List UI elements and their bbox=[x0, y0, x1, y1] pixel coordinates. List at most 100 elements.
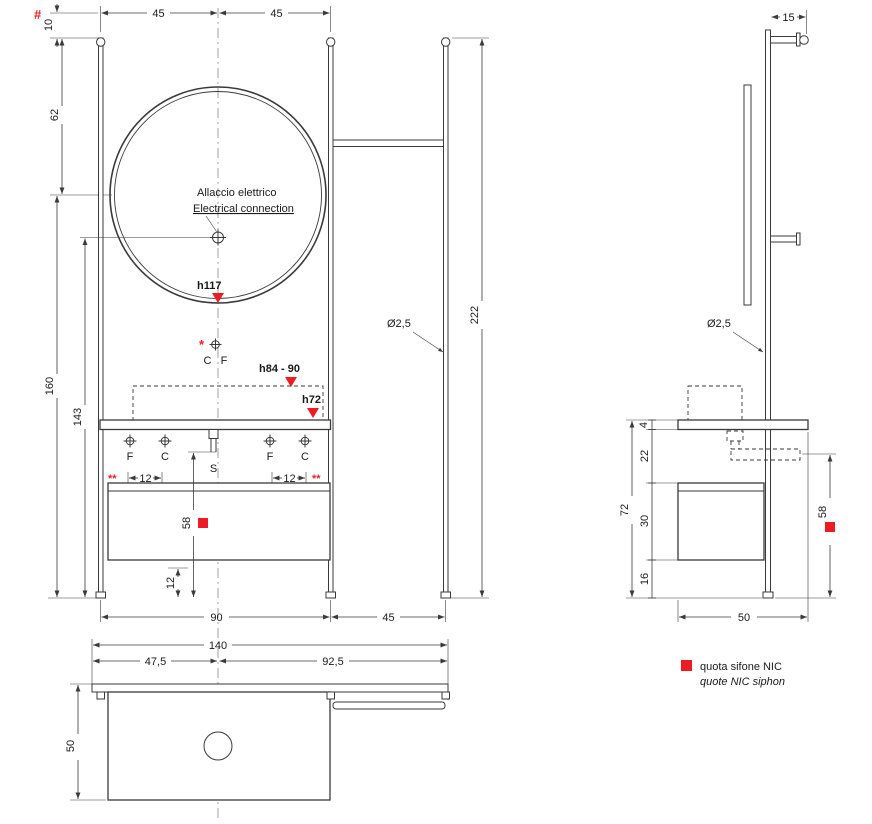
rail-middle-hook bbox=[326, 37, 336, 47]
h117-label: h117 bbox=[197, 280, 221, 292]
rail-right bbox=[443, 37, 449, 593]
legend-line2: quote NIC siphon bbox=[700, 676, 785, 688]
rail-left-foot bbox=[95, 591, 106, 599]
side-dim-top: 15 bbox=[771, 10, 807, 34]
dim-label: 58 bbox=[817, 506, 829, 518]
plan-rail-middle-section bbox=[326, 691, 335, 700]
dim-label: 45 bbox=[152, 8, 164, 20]
rail-left bbox=[98, 37, 104, 593]
side-mirror-profile bbox=[743, 84, 752, 306]
dim-label: 140 bbox=[209, 640, 227, 652]
plan-dims-top: 140 47,5 92,5 bbox=[91, 639, 449, 700]
front-dim-plinth: 12 bbox=[165, 567, 188, 597]
cf-c-label: C bbox=[204, 355, 212, 367]
tap-c-right-label: C bbox=[301, 451, 309, 463]
vanity-cabinet bbox=[107, 482, 331, 561]
side-top-bracket bbox=[770, 36, 797, 44]
console-top bbox=[99, 419, 332, 431]
side-view: 15 Ø2,5 bbox=[619, 10, 836, 624]
front-dim-top: 45 45 bbox=[100, 6, 332, 32]
dim-label: 10 bbox=[43, 19, 55, 31]
side-diameter-callout: Ø2,5 bbox=[707, 318, 764, 353]
cf-f-label: F bbox=[221, 355, 228, 367]
dim-label: 4 bbox=[638, 422, 650, 428]
asterisk: * bbox=[199, 337, 205, 352]
plan-basin-drain bbox=[203, 731, 233, 761]
rail-right-hook bbox=[441, 37, 451, 47]
legend-line1: quota sifone NIC bbox=[700, 661, 782, 673]
dim-label: 15 bbox=[782, 12, 794, 24]
tap-symbol-c-left bbox=[158, 434, 172, 448]
plan-wall-profile bbox=[91, 683, 449, 693]
dim-label: 143 bbox=[72, 408, 84, 426]
electrical-connection: Allaccio elettrico Electrical connection bbox=[80, 187, 294, 246]
side-dim-siphon: 58 bbox=[775, 453, 836, 599]
plan-dim-depth: 50 bbox=[65, 683, 106, 801]
side-console-top bbox=[677, 419, 809, 431]
tap-symbol-f-left bbox=[123, 434, 137, 448]
dim-label: 50 bbox=[65, 740, 77, 752]
front-diameter-callout: Ø2,5 bbox=[387, 318, 444, 353]
siphon-marker-square bbox=[198, 518, 208, 528]
side-dim-left-chain: 4 22 30 16 72 bbox=[619, 419, 762, 599]
siphon-marker-square bbox=[825, 522, 835, 532]
plan-rail-right-section bbox=[441, 691, 450, 700]
dim-label: 12 bbox=[283, 473, 295, 485]
dim-label: 160 bbox=[44, 377, 56, 395]
tap-f-right-label: F bbox=[267, 451, 274, 463]
towel-bar bbox=[332, 139, 444, 147]
dim-label: 222 bbox=[469, 306, 481, 324]
legend-square bbox=[681, 660, 692, 671]
dim-label: 50 bbox=[738, 612, 750, 624]
dim-label: 12 bbox=[139, 473, 151, 485]
side-drain-dashed bbox=[726, 430, 744, 442]
drain-fitting bbox=[208, 429, 219, 439]
side-wall-knob bbox=[799, 35, 809, 45]
side-mid-bracket bbox=[770, 235, 797, 243]
electrical-label-en: Electrical connection bbox=[193, 203, 294, 215]
front-view: # 45 45 10 62 bbox=[34, 4, 489, 820]
electrical-label-it: Allaccio elettrico bbox=[197, 187, 276, 199]
diameter-label: Ø2,5 bbox=[707, 318, 731, 330]
front-dim-siphon: 58 bbox=[181, 451, 216, 597]
rail-left-hook bbox=[96, 37, 106, 47]
front-dim-right: 222 bbox=[450, 37, 489, 599]
dim-label: 16 bbox=[639, 573, 651, 585]
dim-label: 72 bbox=[619, 504, 631, 516]
hash-mark: # bbox=[34, 7, 42, 22]
h84-90-marker bbox=[285, 377, 297, 387]
plan-view: 140 47,5 92,5 50 bbox=[65, 639, 450, 801]
tap-f-left-label: F bbox=[127, 451, 134, 463]
drain-s-label: S bbox=[210, 463, 217, 475]
dim-label: 22 bbox=[639, 450, 651, 462]
wall-rails bbox=[95, 37, 451, 599]
side-dim-bottom: 50 bbox=[677, 432, 809, 624]
dim-label: 92,5 bbox=[322, 656, 343, 668]
side-siphon-dashed bbox=[730, 448, 801, 461]
rail-middle-foot bbox=[325, 591, 336, 599]
dim-label: 30 bbox=[639, 515, 651, 527]
tap-holes: F C S F C ** ** 12 12 bbox=[108, 434, 321, 485]
tap-c-left-label: C bbox=[161, 451, 169, 463]
side-rail-foot bbox=[762, 591, 774, 599]
double-asterisk-right: ** bbox=[312, 473, 321, 485]
dim-label: 45 bbox=[270, 8, 282, 20]
side-mid-bracket-end bbox=[796, 232, 801, 246]
washbasin-console bbox=[99, 385, 332, 452]
diameter-label: Ø2,5 bbox=[387, 318, 411, 330]
dim-label: 90 bbox=[210, 612, 222, 624]
tap-symbol-c-right bbox=[298, 434, 312, 448]
dim-label: 58 bbox=[181, 517, 193, 529]
double-asterisk-left: ** bbox=[108, 473, 117, 485]
h72-label: h72 bbox=[302, 394, 321, 406]
plan-rail-left-section bbox=[96, 691, 105, 700]
front-dim-bottom: 90 45 bbox=[100, 600, 447, 624]
rail-right-foot bbox=[440, 591, 451, 599]
cabinet-front bbox=[107, 482, 331, 561]
dim-label: 45 bbox=[382, 612, 394, 624]
side-cabinet bbox=[677, 482, 765, 561]
h84-90-label: h84 - 90 bbox=[259, 363, 300, 375]
h72-marker bbox=[307, 408, 319, 418]
